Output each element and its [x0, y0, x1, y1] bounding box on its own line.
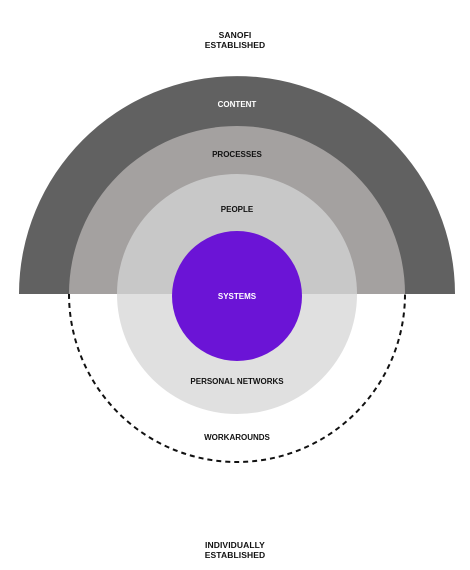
caption-top-line-2: ESTABLISHED	[204, 40, 266, 50]
individually-established-caption: INDIVIDUALLY ESTABLISHED	[0, 540, 470, 560]
content-label: CONTENT	[218, 100, 257, 109]
workarounds-boundary	[68, 293, 406, 463]
caption-bottom-line-2: ESTABLISHED	[204, 550, 266, 560]
caption-top-line-1: SANOFI	[218, 30, 252, 40]
caption-bottom-line-1: INDIVIDUALLY	[205, 540, 265, 550]
workarounds-label: WORKAROUNDS	[204, 433, 270, 442]
personal-networks-label: PERSONAL NETWORKS	[190, 377, 284, 386]
systems-label: SYSTEMS	[218, 292, 257, 301]
sanofi-established-caption: SANOFI ESTABLISHED	[0, 30, 470, 50]
processes-label: PROCESSES	[212, 150, 262, 159]
systems-core	[172, 231, 302, 361]
people-label: PEOPLE	[221, 205, 254, 214]
